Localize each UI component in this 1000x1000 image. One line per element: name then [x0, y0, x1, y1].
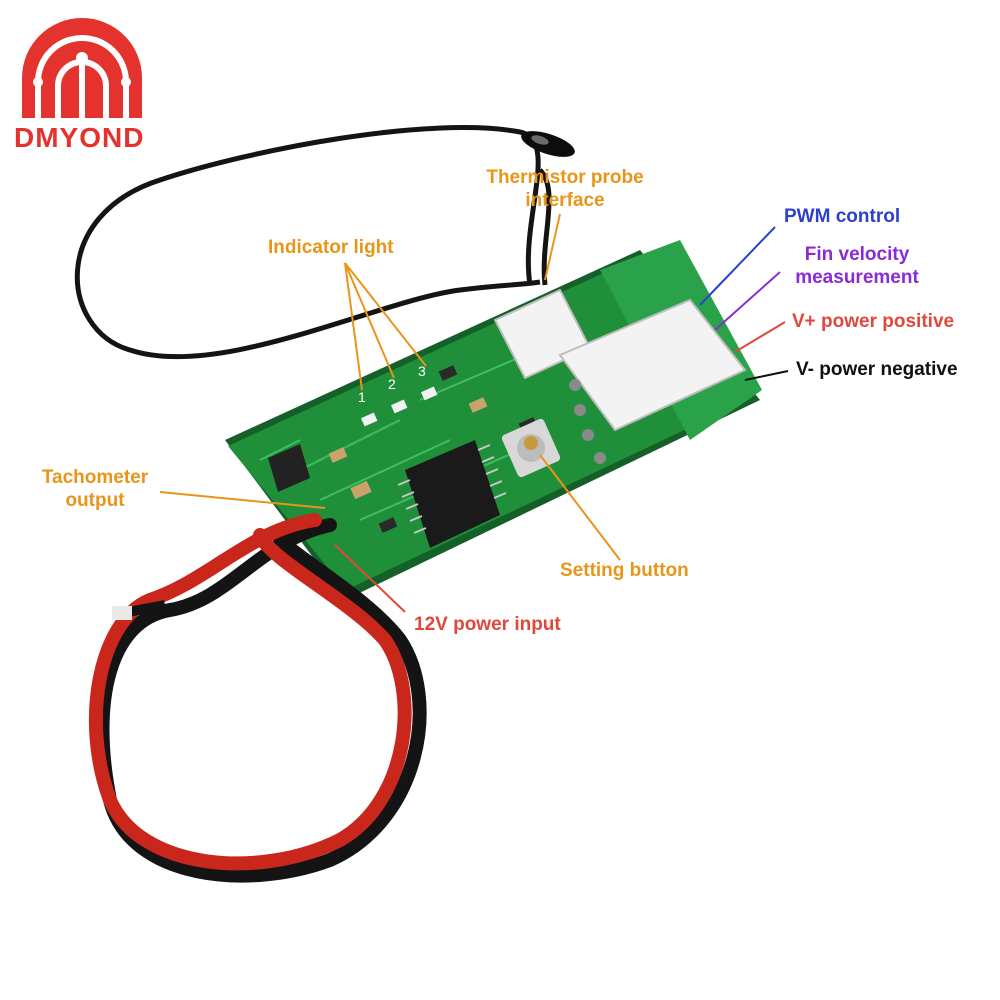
label-pwm-control: PWM control — [784, 206, 901, 227]
leader-thermistor — [544, 213, 561, 281]
fan-connector — [558, 298, 747, 432]
label-vminus: V- power negative — [796, 359, 958, 380]
leader-fin — [714, 271, 781, 331]
brand-wordmark: DMYOND — [14, 122, 145, 153]
silk-led-3: 3 — [418, 363, 426, 379]
leader-vminus — [744, 370, 789, 381]
pcb-board: 1 2 3 — [225, 240, 762, 600]
leader-pwm — [699, 226, 776, 306]
leader-vplus — [734, 321, 786, 353]
silk-led-1: 1 — [358, 389, 366, 405]
silk-led-2: 2 — [388, 376, 396, 392]
label-thermistor-text: Thermistor probe interface — [486, 167, 644, 211]
regulator-chip — [268, 444, 310, 492]
label-fin-velocity: Fin velocity measurement — [772, 243, 942, 289]
controller-ic — [405, 440, 500, 548]
power-cable — [88, 513, 427, 883]
label-tachometer-text: Tachometer output — [41, 467, 149, 511]
leader-setting — [539, 454, 621, 561]
leader-tach — [159, 491, 326, 509]
leader-indicator-1 — [344, 262, 363, 391]
label-tachometer: Tachometer output — [30, 466, 160, 512]
label-vplus: V+ power positive — [792, 311, 955, 332]
label-thermistor: Thermistor probe interface — [470, 166, 660, 212]
label-fin-velocity-text: Fin velocity measurement — [795, 244, 919, 288]
thermistor-wire — [74, 125, 541, 360]
label-power-input: 12V power input — [414, 614, 561, 635]
thermistor-probe-tip — [521, 131, 575, 157]
leader-indicator-2 — [344, 262, 395, 379]
label-setting-button: Setting button — [560, 560, 689, 581]
leader-indicator-3 — [344, 262, 427, 367]
indicator-leds — [360, 386, 438, 427]
dmyond-logo-mark — [22, 18, 142, 118]
label-indicator-light: Indicator light — [268, 237, 394, 258]
leader-power-input — [334, 544, 406, 613]
